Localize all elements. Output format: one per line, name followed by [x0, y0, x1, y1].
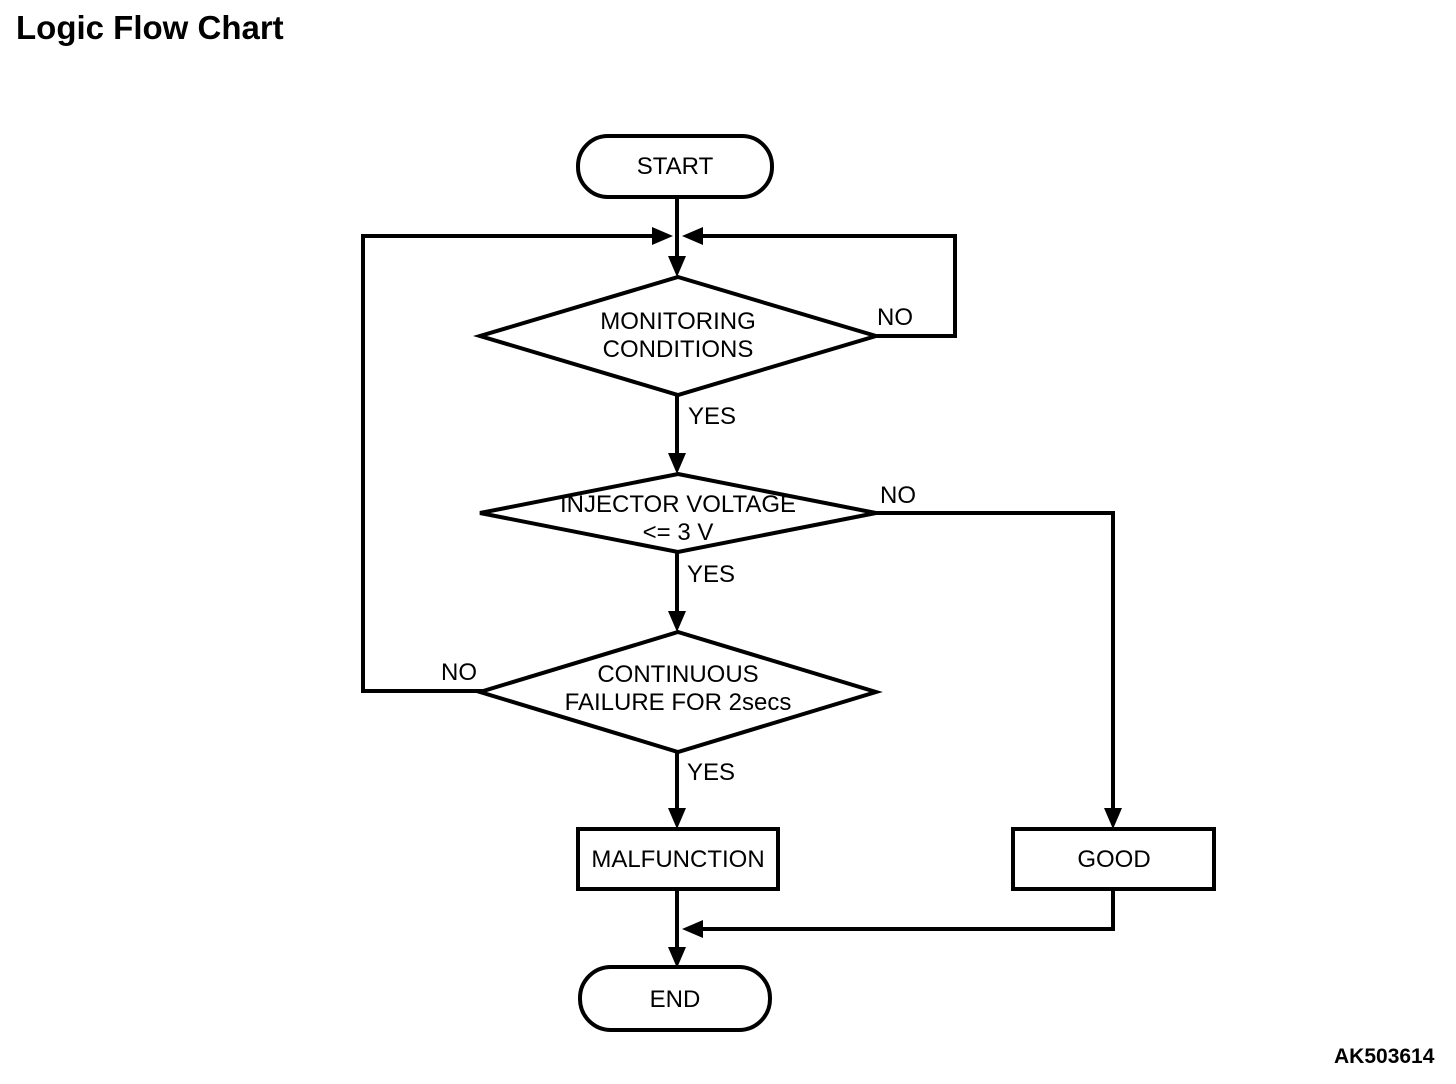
- connector-monitoring-no-loop: [701, 234, 957, 338]
- monitoring-label-line2: CONDITIONS: [602, 336, 754, 363]
- arrowhead-into-injector: [668, 453, 686, 474]
- continuous-no-label: NO: [441, 659, 477, 686]
- arrowhead-into-malfunction: [668, 808, 686, 829]
- injector-label-line1: INJECTOR VOLTAGE: [559, 491, 797, 518]
- injector-no-label: NO: [880, 482, 916, 509]
- good-node-label: GOOD: [1077, 846, 1151, 873]
- arrowhead-into-merge: [682, 920, 703, 938]
- end-node-label: END: [649, 986, 701, 1013]
- arrowhead-into-monitoring: [668, 256, 686, 277]
- start-node-label: START: [636, 153, 714, 180]
- continuous-label-line1: CONTINUOUS: [597, 661, 759, 688]
- injector-node-label: INJECTOR VOLTAGE <= 3 V: [560, 491, 796, 547]
- injector-yes-label: YES: [687, 561, 736, 588]
- injector-label-line2: <= 3 V: [642, 519, 714, 546]
- figure-code: AK503614: [1334, 1045, 1435, 1068]
- arrowhead-left-into-junction: [652, 227, 673, 245]
- connector-injector-no-to-good: [875, 511, 1115, 814]
- connector-continuous-no-loop: [361, 234, 655, 693]
- monitoring-node-label: MONITORING CONDITIONS: [600, 308, 756, 364]
- injector-decision-shape: [479, 471, 877, 555]
- arrowhead-into-good: [1104, 808, 1122, 829]
- monitoring-decision-shape: [472, 274, 884, 398]
- monitoring-no-label: NO: [877, 304, 913, 331]
- page-title: Logic Flow Chart: [16, 9, 284, 46]
- connector-good-to-merge: [701, 889, 1115, 931]
- continuous-yes-label: YES: [687, 759, 736, 786]
- arrowhead-right-into-junction: [682, 227, 703, 245]
- continuous-decision-shape: [473, 629, 883, 755]
- continuous-label-line2: FAILURE FOR 2secs: [564, 689, 792, 716]
- malfunction-process-shape: [576, 827, 780, 891]
- monitoring-label-line1: MONITORING: [600, 308, 756, 335]
- continuous-node-label: CONTINUOUS FAILURE FOR 2secs: [565, 661, 792, 717]
- good-process-shape: [1011, 827, 1216, 891]
- malfunction-node-label: MALFUNCTION: [591, 846, 765, 873]
- monitoring-yes-label: YES: [688, 403, 737, 430]
- end-terminator-shape: [578, 965, 772, 1032]
- arrowhead-into-end: [668, 947, 686, 968]
- arrowhead-into-continuous: [668, 611, 686, 632]
- start-terminator-shape: [576, 134, 774, 199]
